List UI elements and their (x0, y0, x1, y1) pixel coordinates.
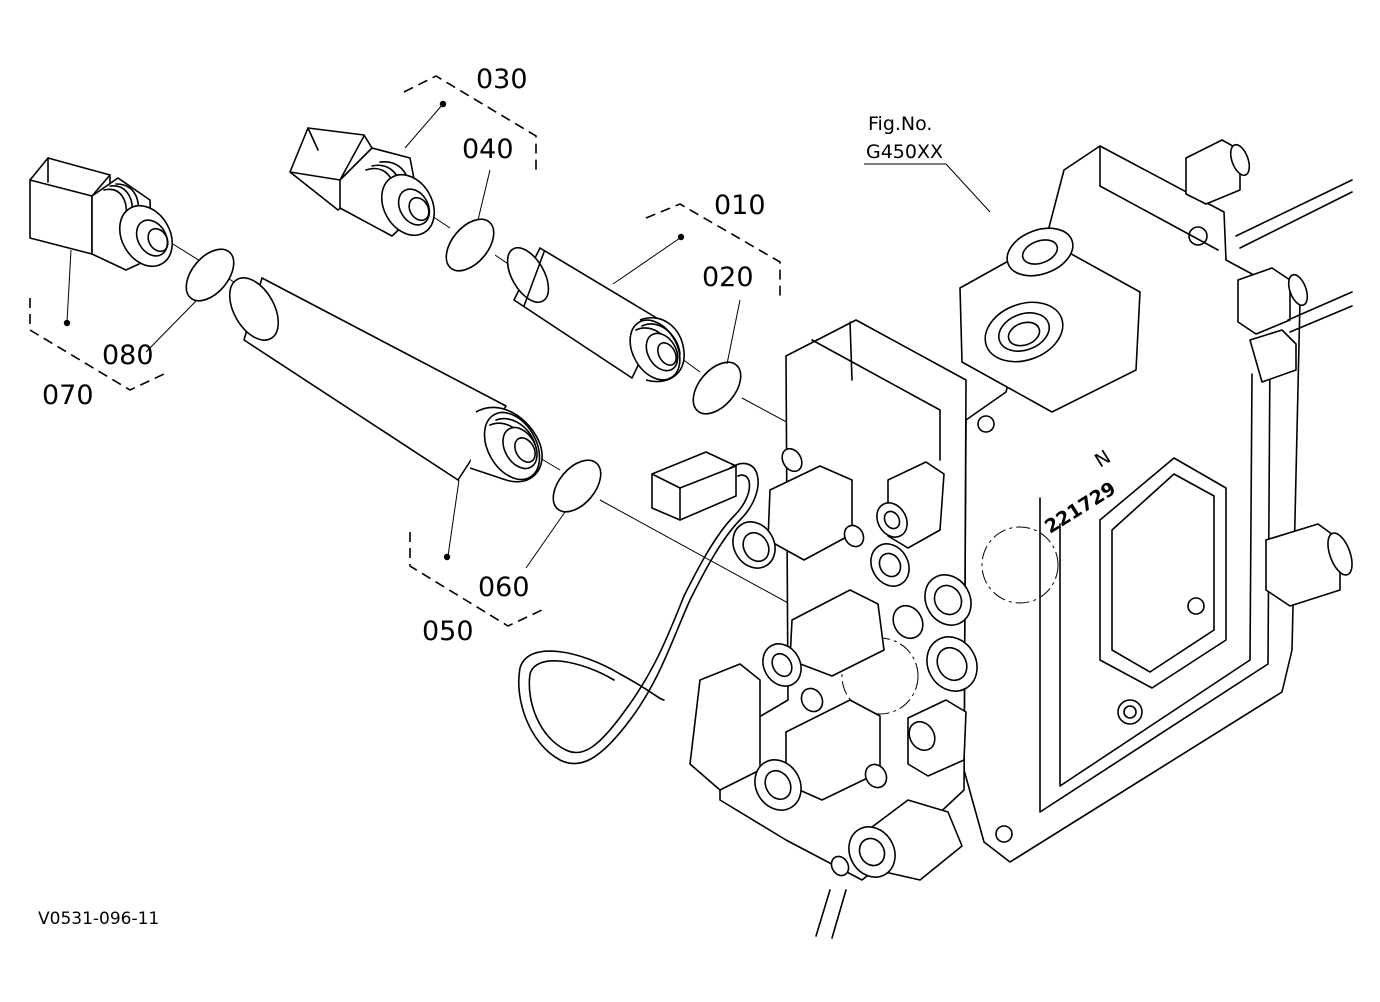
part-050-cylinder[interactable] (220, 270, 551, 561)
label-070[interactable]: 070 (42, 380, 94, 411)
label-030[interactable]: 030 (476, 64, 528, 95)
dashed-brackets (29, 75, 781, 627)
part-labels: 010 020 030 040 050 060 070 080 Fig.No. … (38, 64, 943, 929)
control-valve-body: N 221729 (518, 139, 1353, 939)
figure-number: G450XX (866, 141, 943, 163)
part-030-fitting[interactable] (289, 100, 447, 245)
label-060[interactable]: 060 (478, 572, 530, 603)
part-070-fitting[interactable] (29, 157, 183, 327)
figure-number-label: Fig.No. (868, 113, 932, 135)
part-010-cylinder[interactable] (499, 233, 690, 389)
part-080-o-ring[interactable] (145, 240, 243, 353)
drawing-code: V0531-096-11 (38, 909, 159, 929)
part-060-o-ring[interactable] (525, 451, 610, 569)
label-040[interactable]: 040 (462, 134, 514, 165)
label-080[interactable]: 080 (102, 340, 154, 371)
label-050[interactable]: 050 (422, 616, 474, 647)
part-040-o-ring[interactable] (437, 169, 503, 280)
label-010[interactable]: 010 (714, 190, 766, 221)
label-020[interactable]: 020 (702, 262, 754, 293)
part-020-o-ring[interactable] (684, 299, 750, 423)
